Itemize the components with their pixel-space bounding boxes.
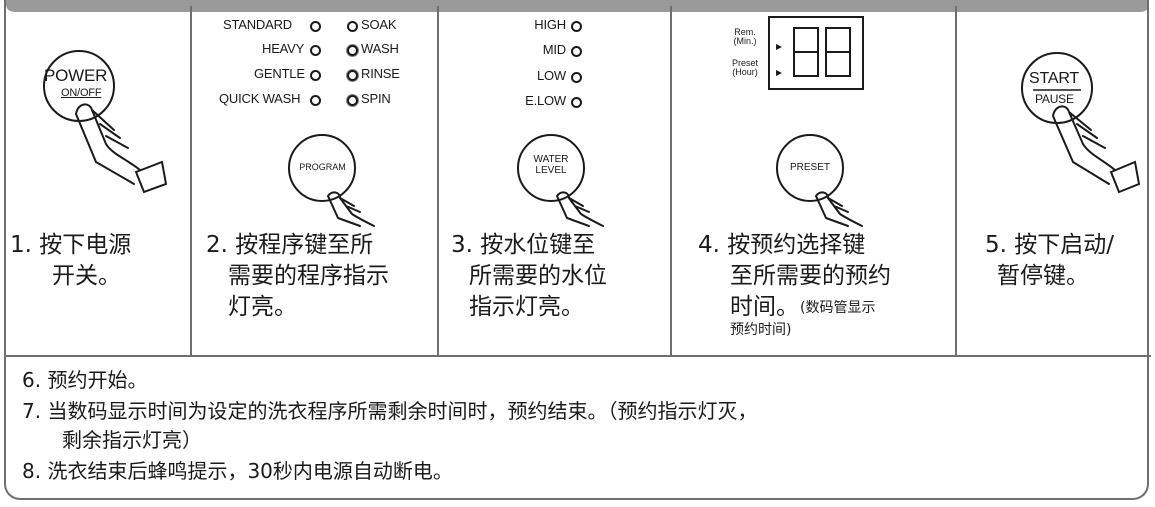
step-2-line-2: 需要的程序指示	[228, 263, 389, 289]
step-3-line-3: 指示灯亮。	[469, 294, 584, 320]
indicator-heavy: HEAVY	[262, 41, 305, 56]
note-7-continued: 剩余指示灯亮）	[62, 428, 202, 452]
power-label: POWER	[44, 66, 108, 85]
indicator-spin: SPIN	[361, 91, 391, 106]
indicator-standard: STANDARD	[223, 17, 292, 32]
start-pause-button-illustration[interactable]	[1017, 44, 1147, 194]
divider	[437, 6, 439, 356]
step-2-line-3: 灯亮。	[228, 294, 297, 320]
step-power: POWER ON/OFF 1. 按下电源 开关。	[4, 0, 190, 355]
divider	[955, 6, 957, 356]
program-button-illustration[interactable]	[280, 130, 400, 230]
step-preset: Rem. (Min.) Preset (Hour) PRESET 4. 按预约选…	[672, 0, 955, 355]
led	[347, 45, 358, 56]
step-5-line-1: 5. 按下启动/	[985, 232, 1115, 258]
water-label: WATER	[533, 154, 569, 165]
water-level-low: LOW	[536, 68, 566, 83]
rem-label: Rem.	[734, 27, 756, 37]
led	[571, 72, 582, 83]
rem-unit: (Min.)	[733, 36, 757, 46]
note-8: 8. 洗衣结束后蜂鸣提示，30秒内电源自动断电。	[22, 459, 453, 483]
step-4-note-1: (数码管显示	[800, 300, 876, 316]
step-4-line-1: 4. 按预约选择键	[698, 232, 866, 258]
led	[310, 21, 321, 32]
note-6: 6. 预约开始。	[22, 368, 148, 392]
program-label: PROGRAM	[299, 162, 346, 172]
step-3-line-1: 3. 按水位键至	[451, 232, 596, 258]
water-level-high: HIGH	[534, 17, 566, 32]
water-level-button-illustration[interactable]	[509, 130, 629, 230]
indicator-quick-wash: QUICK WASH	[219, 91, 301, 106]
preset-button-illustration[interactable]	[768, 130, 888, 230]
top-band	[6, 0, 1149, 12]
preset-button-label: PRESET	[789, 162, 830, 173]
step-4-note-2: 预约时间)	[730, 322, 792, 338]
led	[571, 21, 582, 32]
level-label: LEVEL	[535, 165, 567, 176]
led	[347, 95, 358, 106]
step-program: STANDARD HEAVY GENTLE QUICK WASH SOAK WA…	[192, 0, 437, 355]
digital-display	[768, 16, 864, 90]
divider	[190, 6, 192, 356]
preset-label: Preset	[732, 58, 759, 68]
led	[571, 97, 582, 108]
note-7: 7. 当数码显示时间为设定的洗衣程序所需剩余时间时，预约结束。（预约指示灯灭，	[22, 399, 758, 423]
water-level-e-low: E.LOW	[525, 93, 566, 108]
panel-frame	[4, 0, 1149, 500]
pause-label: PAUSE	[1035, 92, 1074, 106]
step-3-line-2: 所需要的水位	[469, 263, 607, 289]
step-5-line-2: 暂停键。	[997, 263, 1089, 289]
indicator-gentle: GENTLE	[254, 66, 305, 81]
step-1-line-2: 开关。	[52, 263, 121, 289]
step-water-level: HIGH MID LOW E.LOW WATER LEVEL 3. 按水位键至 …	[439, 0, 670, 355]
divider	[670, 6, 672, 356]
preset-unit: (Hour)	[732, 67, 758, 77]
led	[310, 45, 321, 56]
indicator-rinse: RINSE	[361, 66, 400, 81]
led	[347, 70, 358, 81]
indicator-wash: WASH	[361, 41, 399, 56]
step-4-line-2: 至所需要的预约	[730, 263, 891, 289]
led	[571, 46, 582, 57]
start-label: START	[1029, 70, 1079, 87]
step-1-line-1: 1. 按下电源	[10, 232, 132, 258]
led	[310, 95, 321, 106]
on-off-label: ON/OFF	[61, 87, 102, 99]
divider	[4, 355, 1151, 357]
indicator-soak: SOAK	[361, 17, 397, 32]
water-level-mid: MID	[542, 42, 566, 57]
led	[310, 70, 321, 81]
step-start-pause: START PAUSE 5. 按下启动/ 暂停键。	[957, 0, 1149, 355]
power-button-illustration[interactable]	[36, 44, 186, 194]
led	[347, 21, 358, 32]
step-4-line-3: 时间。	[730, 294, 799, 320]
step-2-line-1: 2. 按程序键至所	[206, 232, 374, 258]
